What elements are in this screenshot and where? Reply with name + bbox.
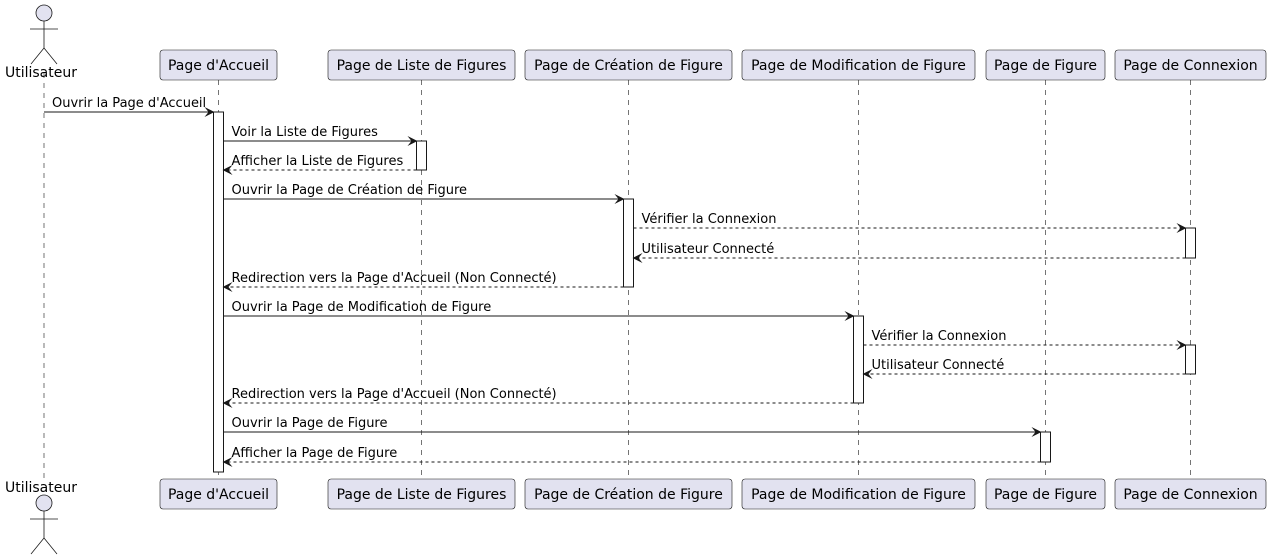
participant-head-modification	[741, 49, 976, 81]
activation-bar-connexion	[1185, 344, 1196, 375]
message-label: Utilisateur Connecté	[872, 358, 1005, 373]
message-label: Redirection vers la Page d'Accueil (Non …	[232, 271, 557, 286]
participant-label: Page d'Accueil	[168, 58, 269, 74]
activation-bar-liste	[416, 140, 427, 171]
activation-bar-creation	[623, 198, 634, 288]
activation-bar-accueil	[213, 111, 224, 473]
participant-label: Page de Modification de Figure	[751, 487, 966, 503]
message-label: Afficher la Liste de Figures	[232, 154, 404, 169]
activation-bar-modification	[853, 315, 864, 404]
participant-head-accueil	[159, 49, 278, 81]
actor-head-label: Utilisateur	[5, 65, 77, 81]
participant-foot-liste	[327, 478, 516, 510]
message-label: Ouvrir la Page de Création de Figure	[232, 183, 468, 198]
message-label: Vérifier la Connexion	[642, 212, 777, 227]
participant-foot-accueil	[159, 478, 278, 510]
participant-label: Page de Création de Figure	[534, 58, 723, 74]
participant-label: Page de Liste de Figures	[337, 487, 507, 503]
actor-foot-label: Utilisateur	[5, 480, 77, 496]
message-label: Utilisateur Connecté	[642, 242, 775, 257]
participant-label: Page de Création de Figure	[534, 487, 723, 503]
participant-label: Page de Connexion	[1123, 487, 1257, 503]
participant-foot-figure	[985, 478, 1106, 510]
message-label: Vérifier la Connexion	[872, 329, 1007, 344]
participant-head-creation	[524, 49, 733, 81]
participant-head-liste	[327, 49, 516, 81]
participant-foot-connexion	[1114, 478, 1267, 510]
participant-foot-modification	[741, 478, 976, 510]
message-label: Afficher la Page de Figure	[232, 446, 398, 461]
participant-head-connexion	[1114, 49, 1267, 81]
activation-bar-connexion	[1185, 227, 1196, 259]
message-label: Ouvrir la Page d'Accueil	[52, 96, 206, 111]
actor-foot-icon	[30, 494, 58, 555]
participant-label: Page de Connexion	[1123, 58, 1257, 74]
activation-bar-figure	[1040, 431, 1051, 463]
participant-label: Page d'Accueil	[168, 487, 269, 503]
message-label: Ouvrir la Page de Figure	[232, 416, 388, 431]
participant-label: Page de Liste de Figures	[337, 58, 507, 74]
participant-foot-creation	[524, 478, 733, 510]
actor-head-icon	[30, 4, 58, 65]
participant-head-figure	[985, 49, 1106, 81]
message-label: Ouvrir la Page de Modification de Figure	[232, 300, 492, 315]
participant-label: Page de Figure	[994, 487, 1097, 503]
participant-label: Page de Figure	[994, 58, 1097, 74]
message-label: Redirection vers la Page d'Accueil (Non …	[232, 387, 557, 402]
participant-label: Page de Modification de Figure	[751, 58, 966, 74]
message-label: Voir la Liste de Figures	[232, 125, 379, 140]
